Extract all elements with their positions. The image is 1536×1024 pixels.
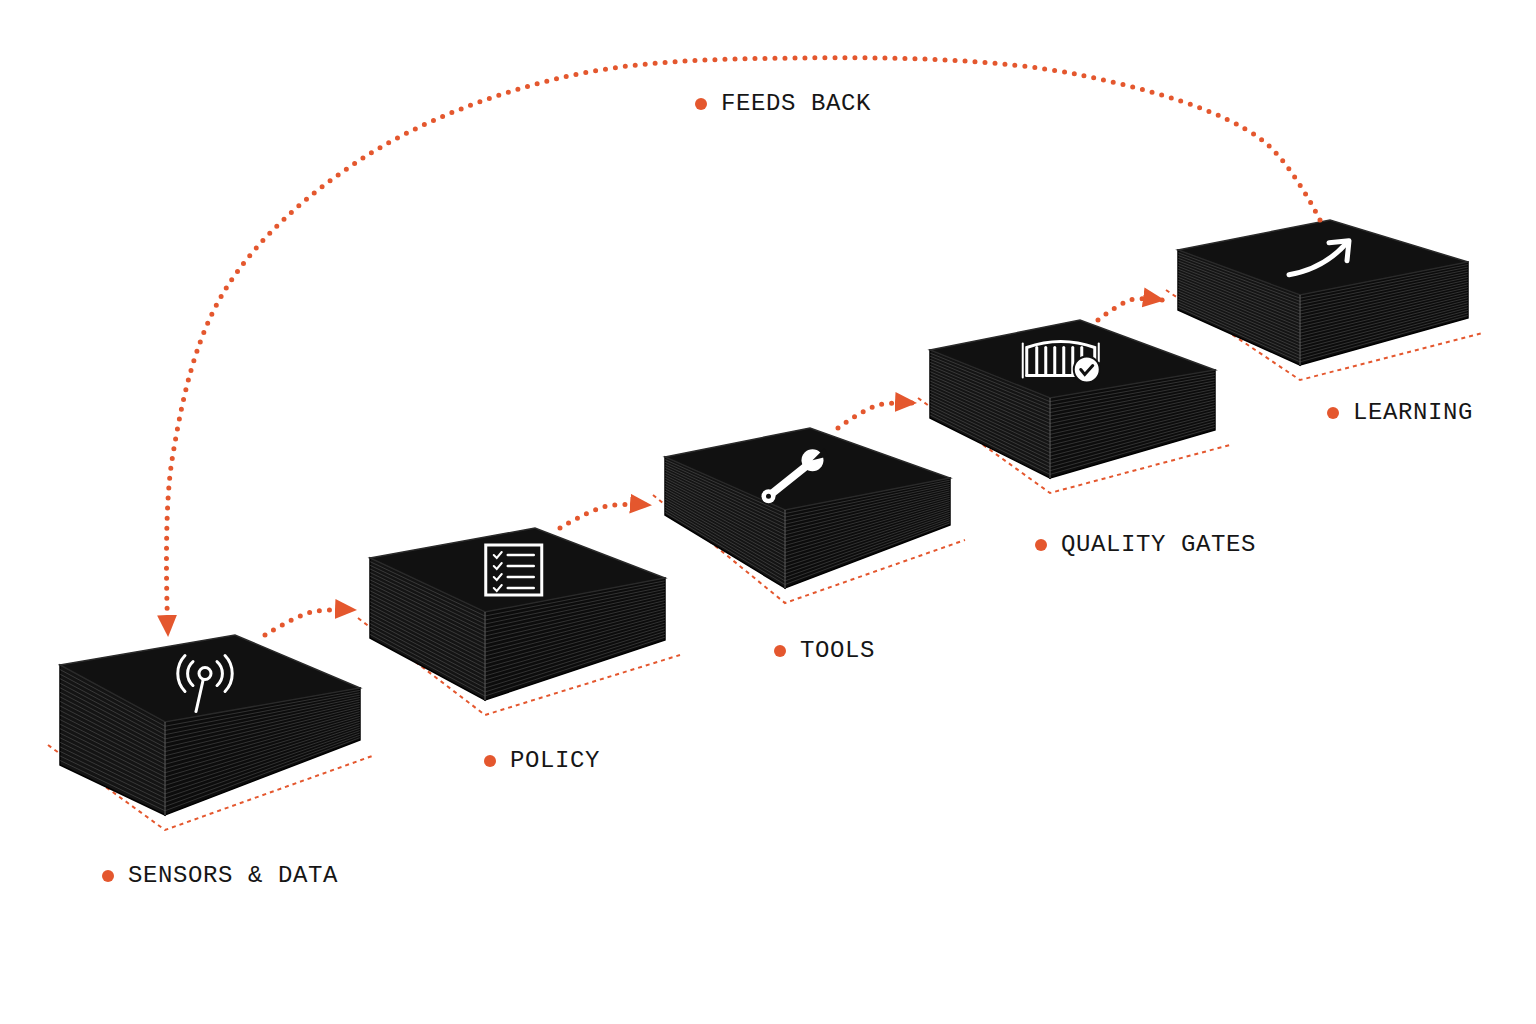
block-top — [665, 428, 950, 510]
wrench-icon — [762, 448, 829, 503]
block-drawing — [355, 528, 685, 720]
checklist-icon — [486, 545, 542, 595]
gate-icon — [1023, 342, 1100, 383]
block-drawing — [45, 635, 380, 835]
trend-icon — [1289, 241, 1349, 275]
stage-label: SENSORS & DATA — [102, 862, 338, 890]
stage-label: POLICY — [484, 747, 600, 775]
stage-label: LEARNING — [1327, 399, 1473, 427]
stage-block: QUALITY GATES — [915, 320, 1235, 498]
block-drawing — [650, 428, 970, 608]
block-edge — [485, 612, 486, 700]
stage-label: TOOLS — [774, 637, 875, 665]
flow-arrow — [560, 504, 650, 528]
block-top — [370, 528, 665, 612]
stage-label: QUALITY GATES — [1035, 531, 1256, 559]
stage-block: SENSORS & DATA — [45, 635, 380, 835]
flow-arrow — [838, 403, 915, 428]
block-edge — [1300, 295, 1301, 365]
block-edge — [785, 510, 786, 588]
flow-arrow — [1098, 299, 1163, 320]
stage-block: TOOLS — [650, 428, 970, 608]
block-drawing — [1163, 220, 1488, 385]
block-top — [1178, 220, 1468, 295]
edge-label: FEEDS BACK — [695, 90, 871, 118]
flow-arrow — [166, 58, 1320, 635]
block-edge — [165, 722, 166, 815]
antenna-icon — [178, 656, 232, 712]
flow-arrow — [265, 610, 355, 635]
stage-block: LEARNING — [1163, 220, 1488, 385]
block-top — [60, 635, 360, 722]
stage-block: POLICY — [355, 528, 685, 720]
block-edge — [1050, 398, 1051, 478]
block-top — [930, 320, 1215, 398]
block-drawing — [915, 320, 1235, 498]
